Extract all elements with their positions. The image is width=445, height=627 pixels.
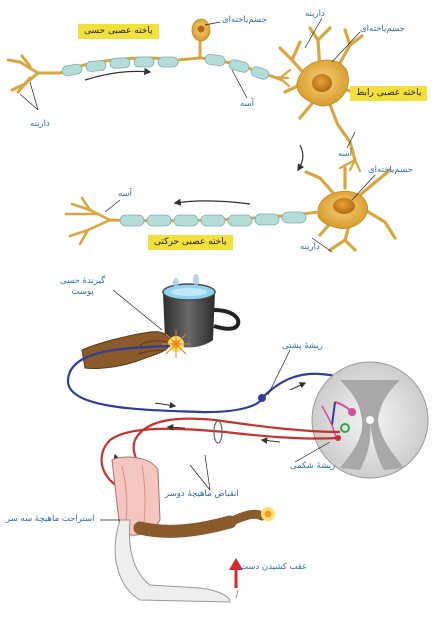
pain-burst-top [162,330,190,358]
cell-body-top-label: جسم‌یاخته‌ای [222,16,267,25]
skin-receptor-label: گیرندهٔ حسی پوست [60,276,105,298]
ventral-root-label: ریشهٔ شکمی [290,462,335,471]
dendrite-bottom-label: دارینه [300,243,320,252]
motor-neuron-label: یاخته عصبی حرکتی [148,235,233,250]
dorsal-root-label: ریشهٔ پشتی [282,342,323,351]
interneuron-label: یاخته عصبی رابط [350,86,427,101]
cell-body-mid-label: جسم‌یاخته‌ای [360,25,405,34]
sensory-myelin-right [204,54,270,81]
axon-mid-label: آسه [338,150,352,159]
triceps-relaxation-label: استراحت ماهیچهٔ سه سر [6,515,95,524]
sensory-dendrites [8,56,60,92]
axon-top-label: آسه [240,100,254,109]
dorsal-ganglion [258,394,266,402]
hand-withdrawal-label: عقب کشیدن دست [240,563,307,572]
dendrite-top-right-label: دارینه [305,10,325,19]
pain-burst-bottom [261,507,275,521]
motor-myelin [120,212,306,226]
sensory-neuron-label: یاخته عصبی حسی [78,24,159,39]
cell-body-bottom-label: جسم‌یاخته‌ای [368,166,413,175]
axon-bottom-label: آسه [118,190,132,199]
dendrite-left-label: دارینه [30,120,50,129]
sensory-myelin-left [61,57,178,77]
biceps-contraction-label: انقباض ماهیچهٔ دوسر [165,490,239,499]
arm-muscles [112,457,275,602]
